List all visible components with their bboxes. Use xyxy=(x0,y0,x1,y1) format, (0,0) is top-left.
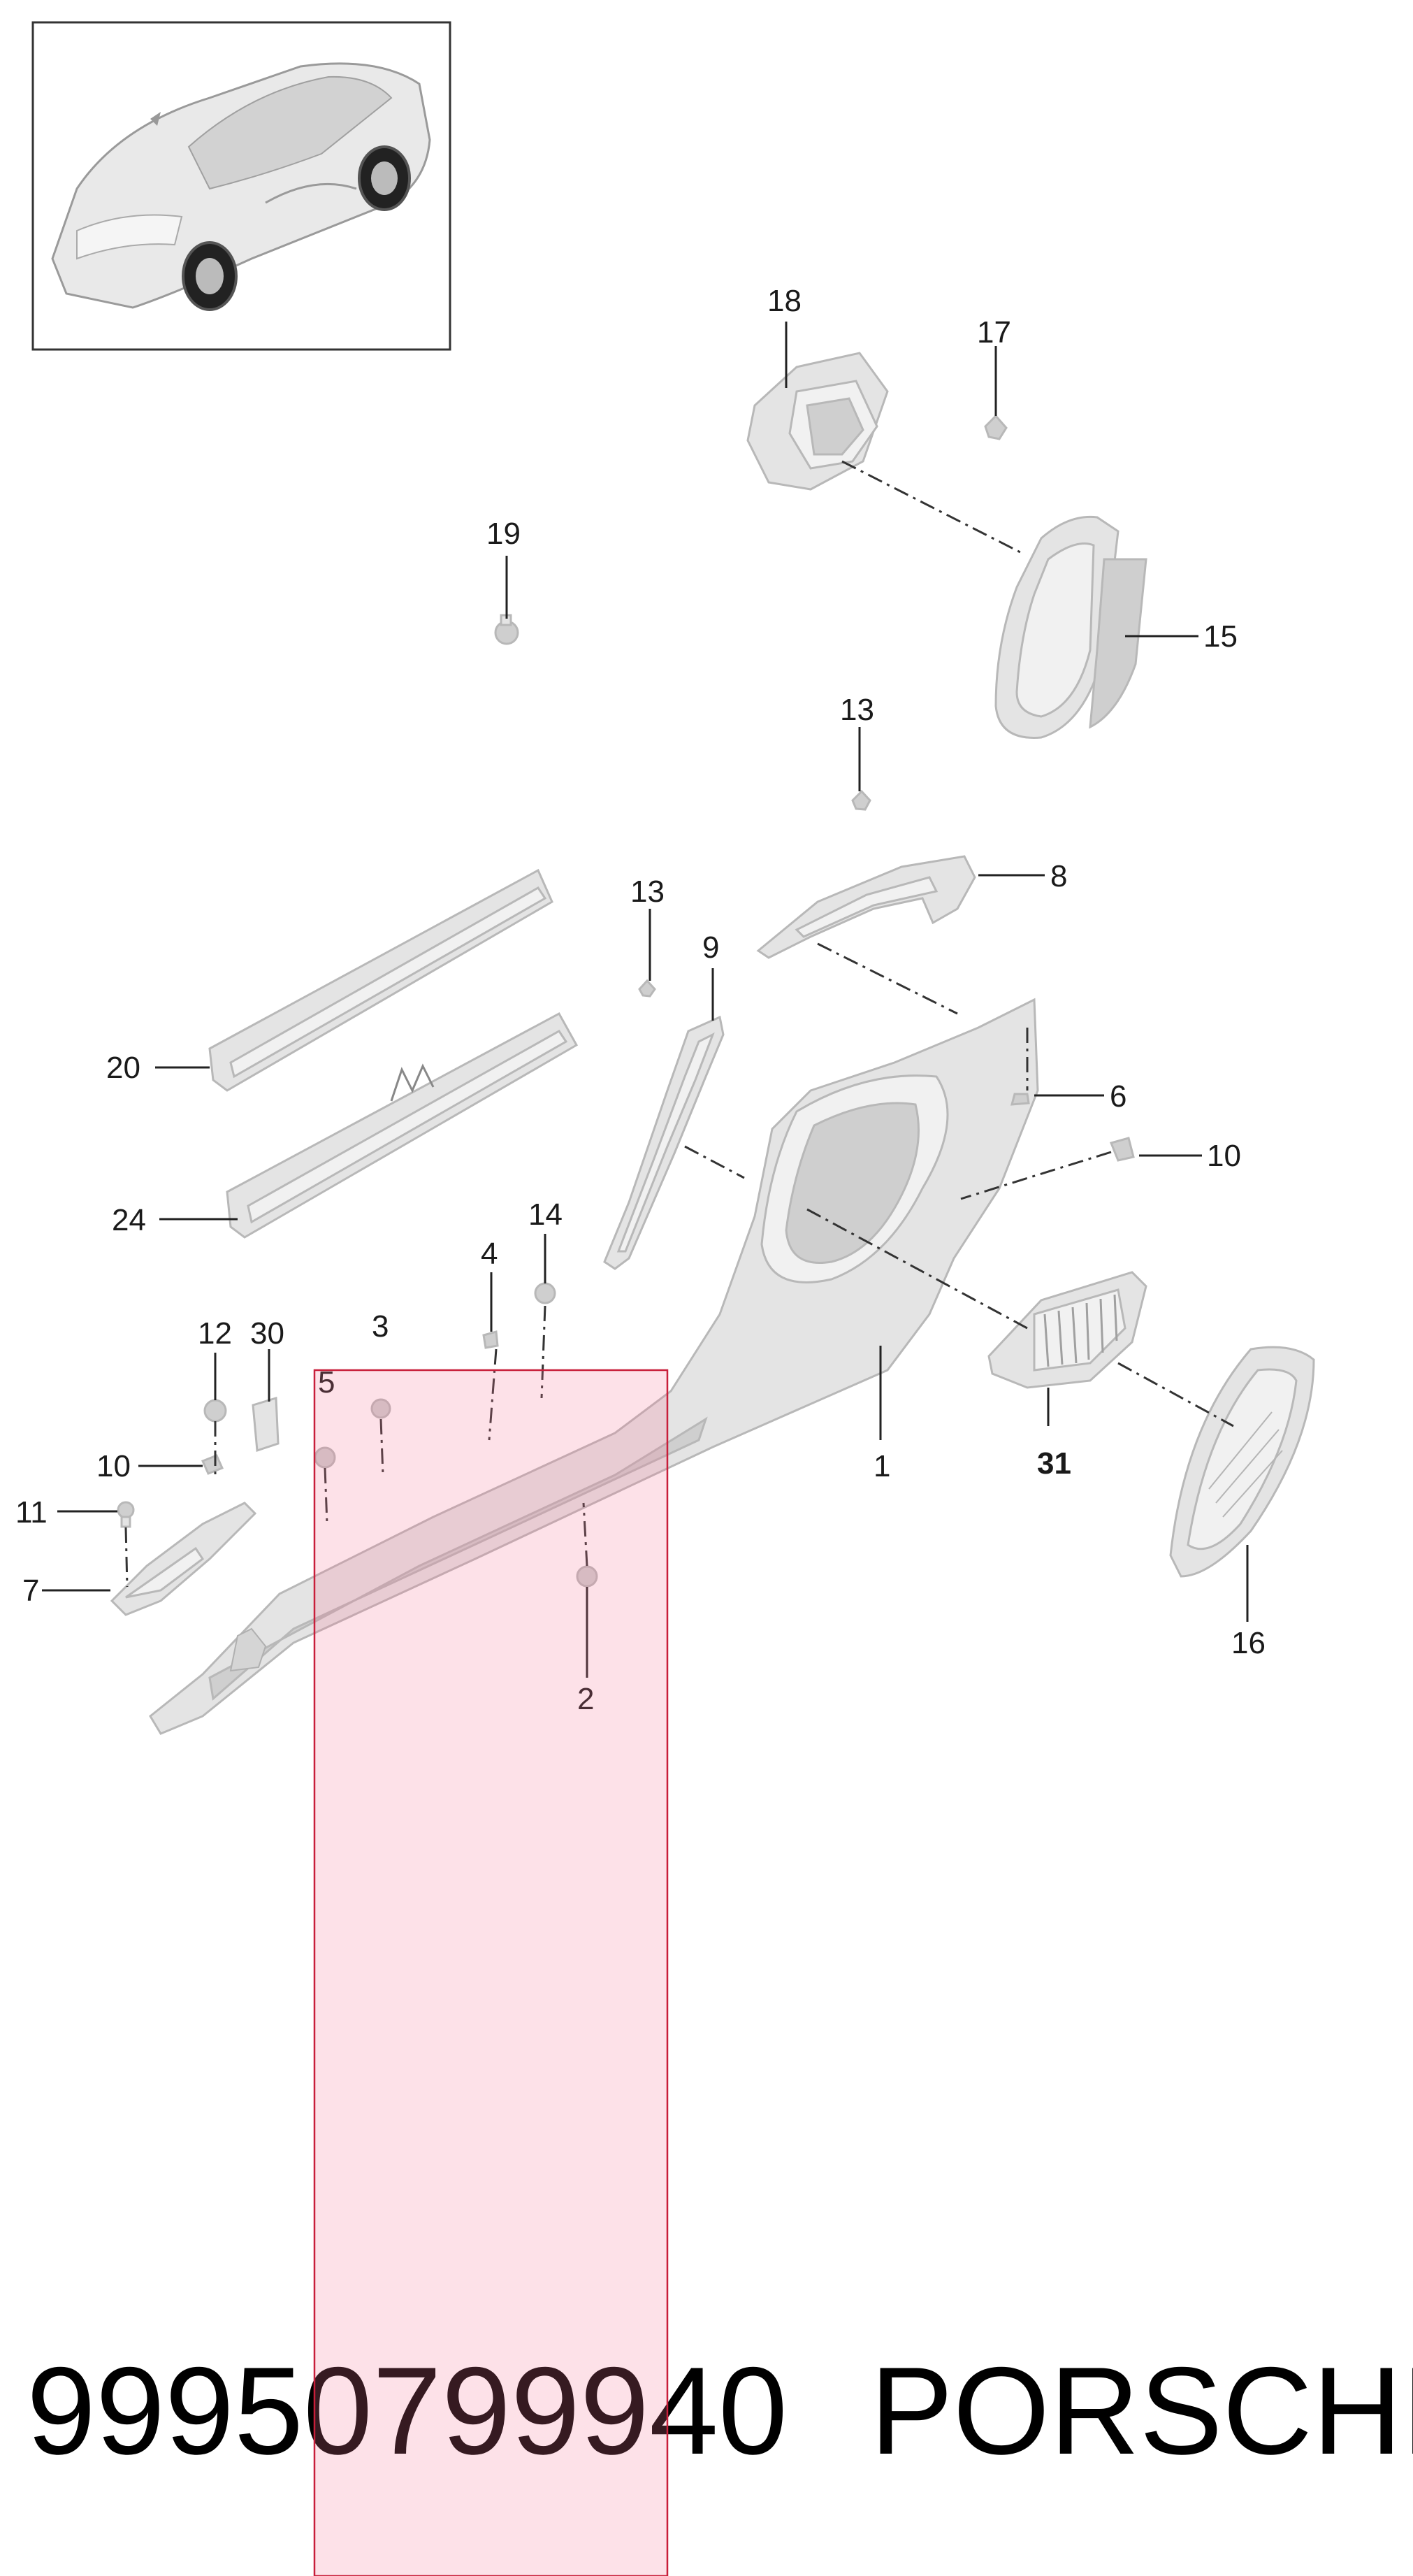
vehicle-thumbnail xyxy=(31,21,451,351)
part-4-clip xyxy=(482,1330,499,1349)
part-19-screw xyxy=(494,614,519,645)
part-10-clip-right xyxy=(1109,1137,1135,1162)
footer: 99950799940 PORSCHE xyxy=(27,2341,1413,2480)
callout-24: 24 xyxy=(112,1203,146,1237)
callout-3: 3 xyxy=(372,1309,389,1344)
highlight-overlay xyxy=(313,1369,669,2576)
callout-14: 14 xyxy=(528,1197,563,1232)
callout-2: 2 xyxy=(577,1682,594,1716)
callout-16: 16 xyxy=(1231,1626,1266,1660)
part-10-clip-left xyxy=(201,1454,224,1475)
leader-lines xyxy=(42,322,1249,1678)
part-30-module xyxy=(252,1397,280,1453)
callout-7: 7 xyxy=(22,1574,39,1608)
callouts: 18 17 19 15 13 8 13 9 20 6 10 24 14 4 12… xyxy=(15,284,1266,1716)
callout-8: 8 xyxy=(1050,859,1067,893)
part-6-screw xyxy=(1010,1093,1030,1106)
callout-19: 19 xyxy=(486,517,521,551)
part-2-clip xyxy=(576,1565,598,1588)
callout-12: 12 xyxy=(198,1316,232,1351)
callout-17: 17 xyxy=(977,315,1011,350)
part-14-clip xyxy=(534,1282,556,1304)
brand-name: PORSCHE xyxy=(870,2341,1413,2480)
callout-13-lower: 13 xyxy=(630,875,665,909)
part-13-clip-lower xyxy=(638,979,656,998)
part-8-bracket xyxy=(756,855,976,959)
part-31-grille xyxy=(987,1271,1147,1389)
callout-15: 15 xyxy=(1203,619,1238,654)
part-1-side-panel xyxy=(149,998,1039,1735)
callout-11: 11 xyxy=(15,1495,48,1530)
assembly-lines xyxy=(124,460,1234,1588)
part-12-clip xyxy=(203,1399,227,1423)
part-13-clip-upper xyxy=(851,789,871,811)
callout-4: 4 xyxy=(481,1237,498,1271)
part-9-trim-strip xyxy=(603,1015,725,1270)
part-24-sill-plate xyxy=(226,1012,579,1239)
callout-10-left: 10 xyxy=(96,1449,131,1483)
callout-10-right: 10 xyxy=(1207,1139,1241,1173)
callout-30: 30 xyxy=(250,1316,284,1351)
part-15-intake-frame xyxy=(994,515,1147,739)
part-3-clip xyxy=(370,1398,391,1419)
callout-6: 6 xyxy=(1110,1079,1126,1114)
callout-20: 20 xyxy=(106,1051,140,1085)
car-illustration xyxy=(51,62,431,311)
callout-18: 18 xyxy=(767,284,802,318)
part-number: 99950799940 xyxy=(27,2341,788,2480)
part-11-screw xyxy=(117,1501,135,1528)
part-18-air-duct xyxy=(746,352,889,491)
callout-9: 9 xyxy=(702,930,719,965)
part-20-sill-plate xyxy=(208,868,553,1092)
part-17-clip xyxy=(984,414,1008,440)
callout-13-upper: 13 xyxy=(840,693,874,727)
part-16-intake-surround xyxy=(1169,1346,1315,1578)
callout-31: 31 xyxy=(1037,1446,1071,1481)
part-7-bracket xyxy=(110,1502,257,1616)
callout-1: 1 xyxy=(874,1449,890,1483)
